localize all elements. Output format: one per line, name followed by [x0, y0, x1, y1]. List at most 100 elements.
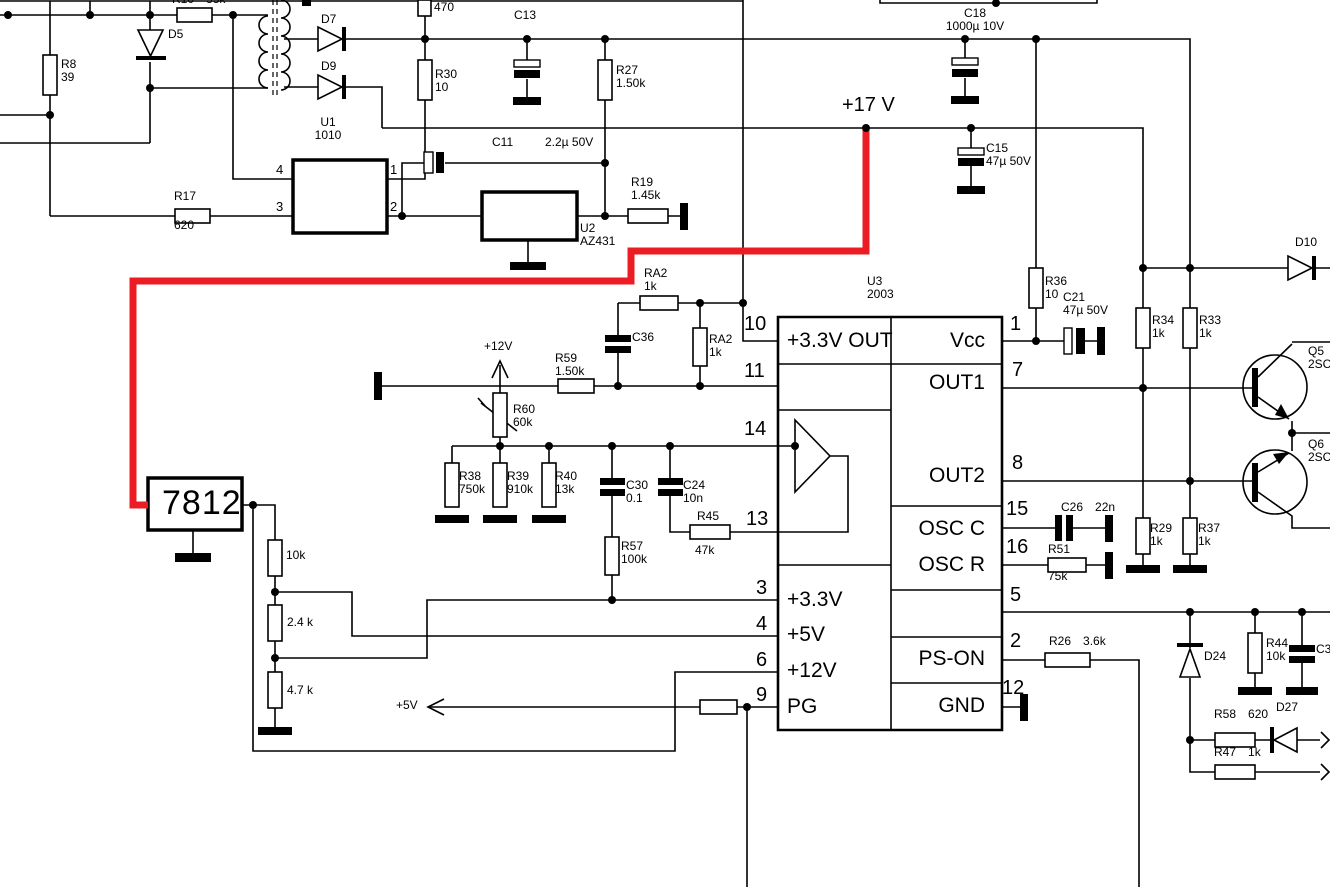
- ground-c13: [513, 97, 541, 105]
- ground-r37: [1173, 565, 1207, 573]
- ic-7812-box: [146, 476, 244, 532]
- resistor-r39: [492, 462, 508, 508]
- terminator-gnd12: [1020, 694, 1028, 721]
- label-7812: 7812: [162, 484, 242, 522]
- resistor-r44: [1247, 632, 1263, 674]
- transistor-q6: [1242, 449, 1308, 515]
- terminator-r19: [680, 203, 688, 230]
- terminator-c26: [1105, 515, 1113, 542]
- resistor-r60: [492, 392, 508, 438]
- resistor-r29: [1135, 517, 1151, 555]
- resistor-r59: [557, 378, 595, 394]
- terminator-r59: [374, 372, 382, 400]
- ground-7812: [175, 553, 211, 562]
- label-d27: D27: [1276, 700, 1299, 714]
- diode-d27: [1272, 726, 1298, 754]
- diodes: [136, 25, 1316, 754]
- u3-pin-13: 13: [746, 508, 769, 530]
- u3-pin-9: 9: [756, 684, 768, 706]
- resistor-r26: [1044, 652, 1091, 668]
- label-r45: R45: [697, 509, 720, 523]
- diode-d5: [136, 29, 165, 58]
- resistor-r19: [627, 208, 669, 224]
- resistor-r45: [689, 524, 731, 540]
- resistor-bodies: [42, 0, 1263, 780]
- label-10k: 10k: [286, 548, 306, 562]
- junction-dots: [4, 0, 1306, 744]
- u3-pin-2: 2: [1010, 630, 1022, 652]
- u3-label-out1: OUT1: [928, 371, 985, 394]
- terminator-r51: [1105, 552, 1113, 579]
- resistor-r8: [42, 54, 58, 96]
- u3-pin-15: 15: [1006, 498, 1029, 520]
- resistor-ra2h: [639, 295, 679, 311]
- ground-r44: [1238, 687, 1272, 695]
- resistor-r47: [1214, 764, 1256, 780]
- ground-r39: [483, 515, 517, 523]
- resistor-r37: [1182, 517, 1198, 555]
- u3-label-5v: +5V: [787, 623, 825, 646]
- u3-label-3v3out: +3.3V OUT: [787, 329, 893, 352]
- u1-pin-4: 4: [276, 162, 284, 177]
- q6-emitter-arrow: [1273, 452, 1289, 464]
- ground-u2: [510, 262, 546, 270]
- label-r45-value: 47k: [695, 543, 715, 557]
- resistor-r51: [1047, 557, 1087, 573]
- u1-pin-2: 2: [390, 199, 398, 214]
- diode-d10: [1287, 254, 1314, 282]
- terminator-c21: [1097, 327, 1105, 355]
- u3-pin-4: 4: [756, 613, 768, 635]
- label-r51-value: 75k: [1048, 569, 1068, 583]
- ground-r40: [532, 515, 566, 523]
- u3-pin-3: 3: [756, 577, 768, 599]
- u3-label-3v3: +3.3V: [787, 588, 843, 611]
- u3-pin-14: 14: [744, 418, 767, 440]
- label-2k4: 2.4 k: [287, 615, 314, 629]
- u3-label-vcc: Vcc: [949, 329, 985, 352]
- label-r51: R51: [1048, 542, 1071, 556]
- diode-d9: [317, 73, 344, 101]
- label-d5: D5: [168, 27, 184, 41]
- ground-c18: [951, 96, 979, 104]
- u3-pin-5: 5: [1010, 584, 1022, 606]
- label-c36: C36: [632, 330, 655, 344]
- transistors: [1242, 354, 1308, 515]
- resistor-r17: [174, 208, 211, 224]
- ic-boxes: [146, 158, 579, 532]
- label-r17: R17: [174, 189, 197, 203]
- u1-pin-1: 1: [390, 162, 398, 177]
- resistor-r30: [417, 59, 433, 101]
- ground-r38: [435, 515, 469, 523]
- label-c13: C13: [514, 8, 537, 22]
- winding-polarity-dot: [302, 0, 311, 6]
- u3-label-pg: PG: [787, 695, 818, 718]
- resistor-470: [417, 0, 432, 17]
- label-c11: C11: [492, 135, 514, 149]
- u3-label-gnd: GND: [938, 694, 985, 717]
- u3-pin-12: 12: [1002, 677, 1025, 699]
- resistor-2k4: [267, 604, 283, 642]
- u3-label-out2: OUT2: [928, 464, 985, 487]
